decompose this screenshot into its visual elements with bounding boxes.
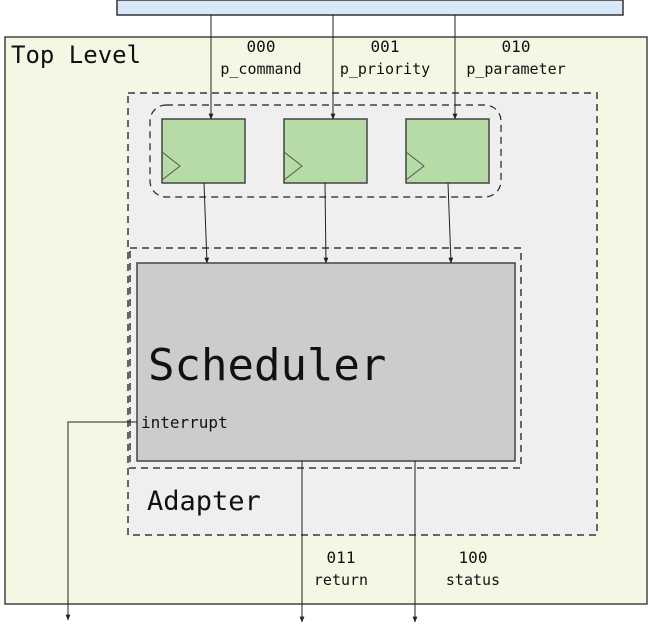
register-name-parameter: p_parameter <box>466 60 565 78</box>
register-priority <box>283 118 368 184</box>
register-address-command: 000 <box>247 37 276 56</box>
arrow-parameter-to-scheduler <box>447 182 454 264</box>
arrow-priority-to-scheduler <box>323 182 329 264</box>
register-name-priority: p_priority <box>340 60 430 78</box>
top-level-label: Top Level <box>11 41 141 69</box>
register-address-priority: 001 <box>371 37 400 56</box>
register-command <box>161 118 246 184</box>
arrow-interrupt-out <box>65 421 137 621</box>
output-name-status: status <box>446 571 500 589</box>
adapter-label: Adapter <box>147 486 261 517</box>
register-parameter <box>405 118 490 184</box>
interrupt-label: interrupt <box>141 413 228 432</box>
input-bus <box>116 0 624 16</box>
output-address-status: 100 <box>459 548 488 567</box>
output-address-return: 011 <box>327 548 356 567</box>
output-name-return: return <box>314 571 368 589</box>
register-name-command: p_command <box>220 60 301 78</box>
register-address-parameter: 010 <box>502 37 531 56</box>
scheduler-label: Scheduler <box>148 340 386 391</box>
arrow-command-to-scheduler <box>203 182 210 264</box>
